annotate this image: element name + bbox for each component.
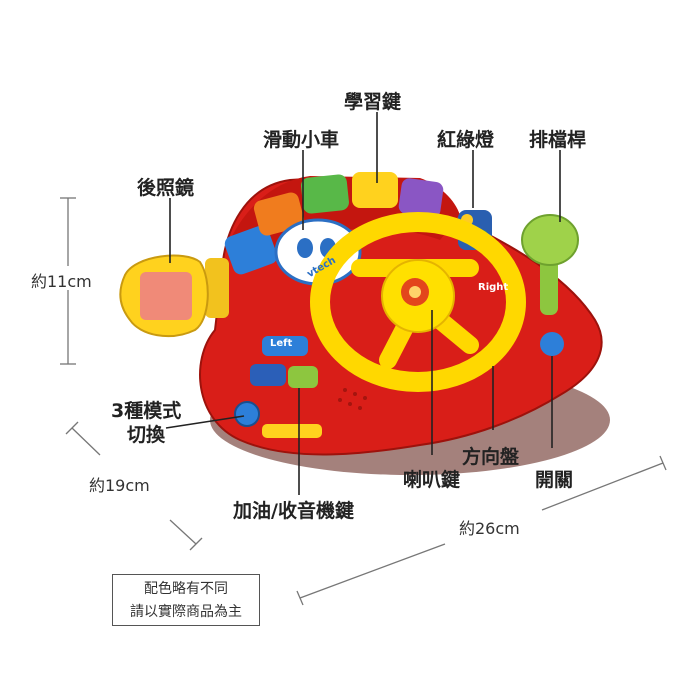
gear-lever[interactable] bbox=[521, 214, 579, 315]
label-traffic-light: 紅綠燈 bbox=[437, 129, 495, 151]
gear-lever-knob[interactable] bbox=[521, 214, 579, 266]
label-learning-keys: 學習鍵 bbox=[344, 91, 402, 113]
mirror-arm bbox=[205, 258, 229, 318]
power-switch[interactable] bbox=[540, 332, 564, 356]
learning-key-4[interactable] bbox=[352, 172, 398, 208]
horn-light bbox=[409, 286, 421, 298]
dimension-lines bbox=[60, 197, 667, 606]
learning-key-1[interactable] bbox=[223, 223, 280, 276]
left-button[interactable] bbox=[262, 336, 308, 356]
label-power-switch: 開關 bbox=[535, 469, 574, 491]
toy-left-text: Left bbox=[270, 338, 293, 349]
car-eye-left bbox=[297, 238, 313, 258]
label-gear-lever: 排檔桿 bbox=[529, 129, 587, 151]
label-horn-key: 喇叭鍵 bbox=[403, 469, 461, 491]
learning-key-2[interactable] bbox=[252, 191, 306, 238]
leader-lines bbox=[165, 112, 561, 495]
gas-button[interactable] bbox=[250, 364, 286, 386]
gear-lever-shaft[interactable] bbox=[540, 255, 558, 315]
label-rear-mirror: 後照鏡 bbox=[137, 177, 195, 199]
radio-button[interactable] bbox=[288, 366, 318, 388]
label-steering-wheel: 方向盤 bbox=[462, 446, 520, 468]
rear-mirror[interactable] bbox=[119, 254, 229, 338]
dimension-depth: 約19cm bbox=[89, 476, 150, 495]
color-note-box: 配色略有不同 請以實際商品為主 bbox=[112, 574, 260, 626]
wheel-rim[interactable] bbox=[310, 212, 526, 392]
mode-switch-knob[interactable] bbox=[234, 401, 260, 427]
dimension-width: 約26cm bbox=[459, 519, 520, 538]
learning-keys[interactable] bbox=[223, 172, 445, 277]
learning-key-5[interactable] bbox=[398, 177, 445, 218]
mirror-glass bbox=[140, 272, 192, 320]
mode-switch-strip bbox=[262, 424, 322, 438]
speaker-grille bbox=[338, 388, 367, 410]
toy-right-text: Right bbox=[478, 282, 509, 293]
dimension-height: 約11cm bbox=[31, 272, 92, 291]
note-line1: 配色略有不同 bbox=[144, 581, 228, 597]
label-mode-switch-line1: 3種模式 bbox=[111, 400, 182, 422]
steering-wheel[interactable] bbox=[310, 212, 526, 392]
label-mode-switch-line2: 切換 bbox=[127, 424, 166, 446]
label-gas-sound-key: 加油/收音機鍵 bbox=[233, 500, 354, 522]
note-line2: 請以實際商品為主 bbox=[130, 604, 242, 620]
label-sliding-car: 滑動小車 bbox=[263, 129, 340, 151]
learning-key-3[interactable] bbox=[300, 174, 350, 215]
